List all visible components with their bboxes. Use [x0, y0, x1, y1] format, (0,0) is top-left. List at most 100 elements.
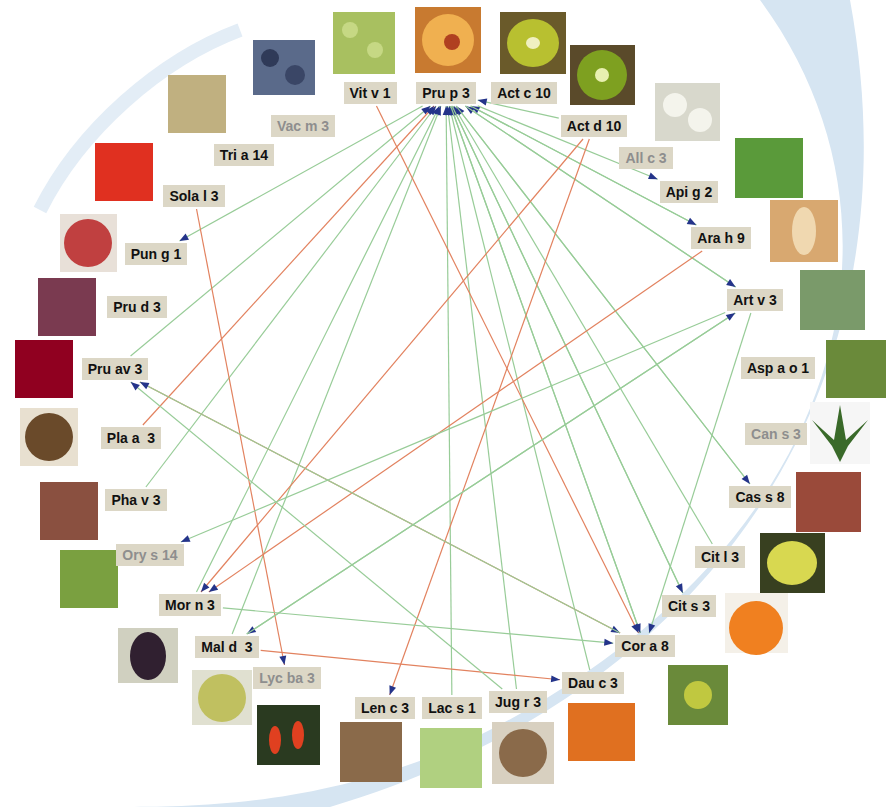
carrot-photo: [568, 703, 635, 761]
plum-photo: [38, 278, 96, 336]
chestnut-photo: [796, 472, 861, 532]
allergen-name: Can s 3: [751, 426, 801, 442]
arrow-head: [648, 173, 658, 180]
allergen-box: Pla a 3: [101, 427, 161, 449]
cross-reactivity-link: [209, 251, 702, 592]
arrow-head: [201, 583, 209, 592]
cross-reactivity-link: [471, 106, 697, 225]
allergen-box: Vac m 3: [271, 115, 335, 137]
link-line: [454, 106, 713, 544]
allergen-box: Tri a 14: [214, 144, 274, 166]
arrow-head: [649, 623, 656, 633]
link-line: [471, 106, 697, 225]
allergen-name: Cas s 8: [735, 489, 784, 505]
link-line: [376, 106, 638, 633]
allergen-name: Jug r 3: [495, 694, 541, 710]
goji-photo: [257, 705, 320, 765]
cross-reactivity-link: [223, 608, 613, 646]
celery-photo: [735, 138, 803, 198]
allergen-box: Sola l 3: [163, 185, 224, 207]
link-line: [247, 313, 735, 634]
link-line: [452, 106, 683, 593]
cross-reactivity-link: [140, 382, 620, 633]
grape-photo: [333, 12, 395, 74]
allergen-name: Act d 10: [567, 118, 621, 134]
link-line: [209, 251, 702, 592]
allergen-box: Art v 3: [727, 289, 783, 311]
cross-reactivity-link: [247, 313, 735, 634]
allergen-name: Mor n 3: [165, 597, 215, 613]
link-line: [446, 106, 452, 695]
link-line: [247, 313, 735, 634]
arrow-head: [687, 218, 697, 225]
allergen-box: Cas s 8: [729, 486, 790, 508]
mulberry-photo: [118, 628, 178, 683]
allergen-box: Pru av 3: [82, 358, 148, 380]
link-line: [140, 382, 620, 633]
allergen-box: Api g 2: [660, 181, 719, 203]
cross-reactivity-link: [376, 106, 638, 633]
bean-photo: [40, 482, 98, 540]
allergen-name: Art v 3: [733, 292, 777, 308]
allergen-name: Pha v 3: [111, 492, 160, 508]
allergen-box: Can s 3: [745, 423, 807, 445]
allergen-name: Mal d 3: [201, 639, 252, 655]
link-line: [649, 313, 751, 633]
arrow-head: [179, 234, 189, 241]
plane-tree-photo: [20, 408, 78, 466]
allergen-name: Lyc ba 3: [259, 670, 315, 686]
pomegranate-photo: [60, 214, 117, 272]
link-line: [456, 106, 750, 484]
cross-reactivity-link: [201, 139, 583, 592]
arrow-head: [389, 685, 396, 695]
arrow-head: [551, 675, 560, 682]
arrow-head: [676, 583, 683, 593]
link-line: [451, 106, 641, 633]
link-line: [456, 106, 750, 484]
allergen-name: Vac m 3: [277, 118, 329, 134]
cross-reactivity-link: [140, 382, 620, 633]
allergen-box: Dau c 3: [562, 672, 624, 694]
allergen-box: Mal d 3: [195, 636, 258, 658]
apple-photo: [192, 670, 252, 725]
allergen-box: Lac s 1: [422, 697, 481, 719]
allergen-box: Vit v 1: [344, 82, 397, 104]
arrow-head: [742, 475, 750, 484]
allergen-name: Asp a o 1: [747, 360, 809, 376]
link-line: [201, 139, 583, 592]
allergen-box: All c 3: [619, 147, 672, 169]
link-line: [131, 106, 431, 356]
hemp-photo: [810, 402, 870, 464]
link-line: [471, 106, 697, 225]
wheat-photo: [168, 75, 226, 133]
arrow-head: [604, 639, 613, 646]
allergen-name: Dau c 3: [568, 675, 618, 691]
hazelnut-photo: [668, 665, 728, 725]
arrow-head: [131, 382, 140, 390]
allergen-box: Pru p 3: [416, 82, 475, 104]
mugwort-photo: [800, 270, 865, 330]
arrow-head: [209, 584, 218, 592]
allergen-box: Asp a o 1: [741, 357, 815, 379]
allergen-name: Ory s 14: [122, 547, 177, 563]
link-line: [131, 382, 503, 689]
cross-reactivity-link: [448, 106, 590, 670]
allergen-name: Cor a 8: [621, 638, 668, 654]
asparagus-photo: [826, 340, 886, 398]
allergen-box: Act c 10: [491, 82, 557, 104]
allergen-name: Pru p 3: [422, 85, 469, 101]
tomato-photo: [95, 143, 153, 201]
arrow-head: [279, 655, 286, 665]
allergen-box: Lyc ba 3: [253, 667, 321, 689]
link-line: [451, 106, 641, 633]
allergen-name: Act c 10: [497, 85, 551, 101]
lettuce-photo: [420, 728, 482, 788]
allergen-box: Ara h 9: [691, 227, 750, 249]
allergen-name: Cit l 3: [701, 549, 739, 565]
allergen-name: Api g 2: [666, 184, 713, 200]
cross-reactivity-link: [649, 313, 751, 633]
allergen-box: Jug r 3: [489, 691, 547, 713]
background-swoosh: [120, 0, 864, 807]
allergen-name: Pru d 3: [113, 299, 160, 315]
arrow-head: [425, 106, 434, 115]
